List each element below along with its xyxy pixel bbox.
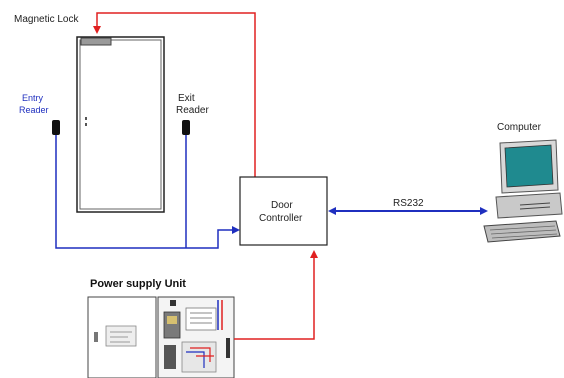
door-controller-label-line1: Door [271,200,293,211]
door-controller: Door Controller [239,176,328,246]
power-supply-panel-icon [87,296,235,378]
door [76,36,165,213]
entry-reader-label-line2: Reader [19,105,49,115]
power-supply-wire [234,250,318,340]
magnetic-lock-label: Magnetic Lock [14,14,79,25]
entry-reader-wire [55,135,240,249]
exit-reader-label-line1: Exit [178,93,195,104]
rs232-label: RS232 [393,198,424,209]
exit-reader-label-line2: Reader [176,105,209,116]
magnetic-lock [80,37,112,46]
desktop-computer-icon [483,139,563,243]
entry-reader-label-line1: Entry [22,93,44,103]
computer-label: Computer [497,122,542,133]
door-controller-label-line2: Controller [259,213,303,224]
exit-reader-icon [182,120,190,135]
lock-power-wire [93,12,256,177]
power-supply-label: Power supply Unit [90,278,186,290]
door-handle-bottom [85,123,87,126]
entry-reader-icon [52,120,60,135]
door-handle-top [85,117,87,120]
